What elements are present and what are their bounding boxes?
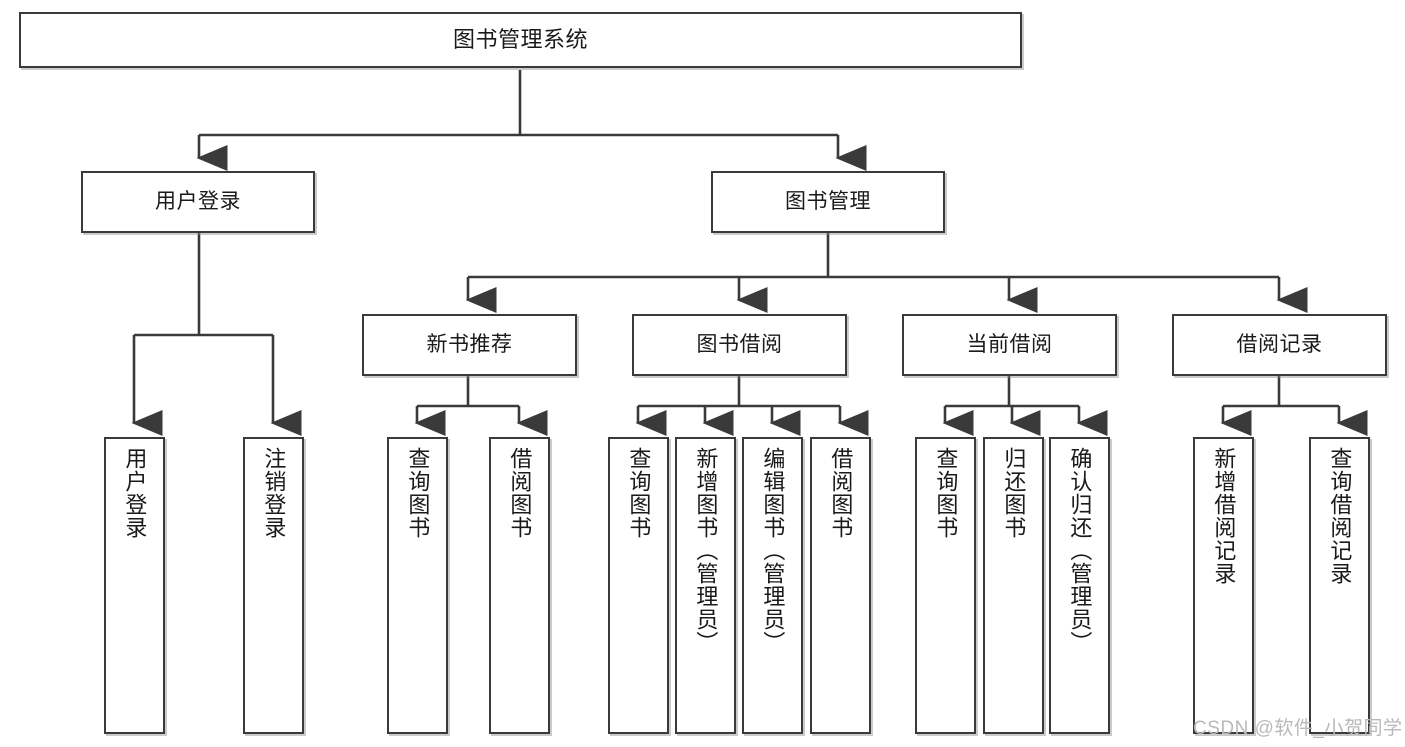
node-current-borrow-label: 当前借阅 xyxy=(966,332,1053,356)
node-borrow-record-label: 借阅记录 xyxy=(1236,332,1323,356)
leaf-return-book-label: 归还图书 xyxy=(1001,447,1027,539)
leaf-user-login-label: 用户登录 xyxy=(122,447,148,539)
leaf-edit-book-admin-label: 编辑图书（管理员） xyxy=(760,447,786,654)
leaf-query-book-current-label: 查询图书 xyxy=(933,447,959,539)
leaf-confirm-return-admin-label: 确认归还（管理员） xyxy=(1067,447,1093,654)
leaf-query-book[interactable]: 查询图书 xyxy=(608,437,669,734)
leaf-query-book-label: 查询图书 xyxy=(626,447,652,539)
leaf-borrow-book-recommend[interactable]: 借阅图书 xyxy=(489,437,550,734)
leaf-add-book-admin[interactable]: 新增图书（管理员） xyxy=(675,437,736,734)
leaf-logout[interactable]: 注销登录 xyxy=(243,437,304,734)
node-user-login-label: 用户登录 xyxy=(155,189,241,213)
leaf-add-borrow-record-label: 新增借阅记录 xyxy=(1211,447,1237,585)
leaf-logout-label: 注销登录 xyxy=(261,447,287,539)
leaf-user-login[interactable]: 用户登录 xyxy=(104,437,165,734)
leaf-query-borrow-record-label: 查询借阅记录 xyxy=(1327,447,1353,585)
leaf-borrow-book[interactable]: 借阅图书 xyxy=(810,437,871,734)
leaf-query-book-recommend-label: 查询图书 xyxy=(405,447,431,539)
node-root[interactable]: 图书管理系统 xyxy=(19,12,1022,68)
node-book-management-label: 图书管理 xyxy=(785,189,871,213)
leaf-return-book[interactable]: 归还图书 xyxy=(983,437,1044,734)
leaf-query-borrow-record[interactable]: 查询借阅记录 xyxy=(1309,437,1370,734)
node-current-borrow[interactable]: 当前借阅 xyxy=(902,314,1117,376)
node-new-book-recommend-label: 新书推荐 xyxy=(426,332,513,356)
leaf-query-book-current[interactable]: 查询图书 xyxy=(915,437,976,734)
node-new-book-recommend[interactable]: 新书推荐 xyxy=(362,314,577,376)
node-book-borrow-label: 图书借阅 xyxy=(696,332,783,356)
watermark: CSDN @软件_小贺同学 xyxy=(1193,718,1403,739)
leaf-borrow-book-recommend-label: 借阅图书 xyxy=(507,447,533,539)
leaf-add-book-admin-label: 新增图书（管理员） xyxy=(693,447,719,654)
leaf-edit-book-admin[interactable]: 编辑图书（管理员） xyxy=(742,437,803,734)
node-root-label: 图书管理系统 xyxy=(452,27,588,53)
leaf-query-book-recommend[interactable]: 查询图书 xyxy=(387,437,448,734)
leaf-confirm-return-admin[interactable]: 确认归还（管理员） xyxy=(1049,437,1110,734)
node-book-borrow[interactable]: 图书借阅 xyxy=(632,314,847,376)
node-user-login[interactable]: 用户登录 xyxy=(81,171,315,233)
leaf-add-borrow-record[interactable]: 新增借阅记录 xyxy=(1193,437,1254,734)
node-book-management[interactable]: 图书管理 xyxy=(711,171,945,233)
leaf-borrow-book-label: 借阅图书 xyxy=(828,447,854,539)
node-borrow-record[interactable]: 借阅记录 xyxy=(1172,314,1387,376)
